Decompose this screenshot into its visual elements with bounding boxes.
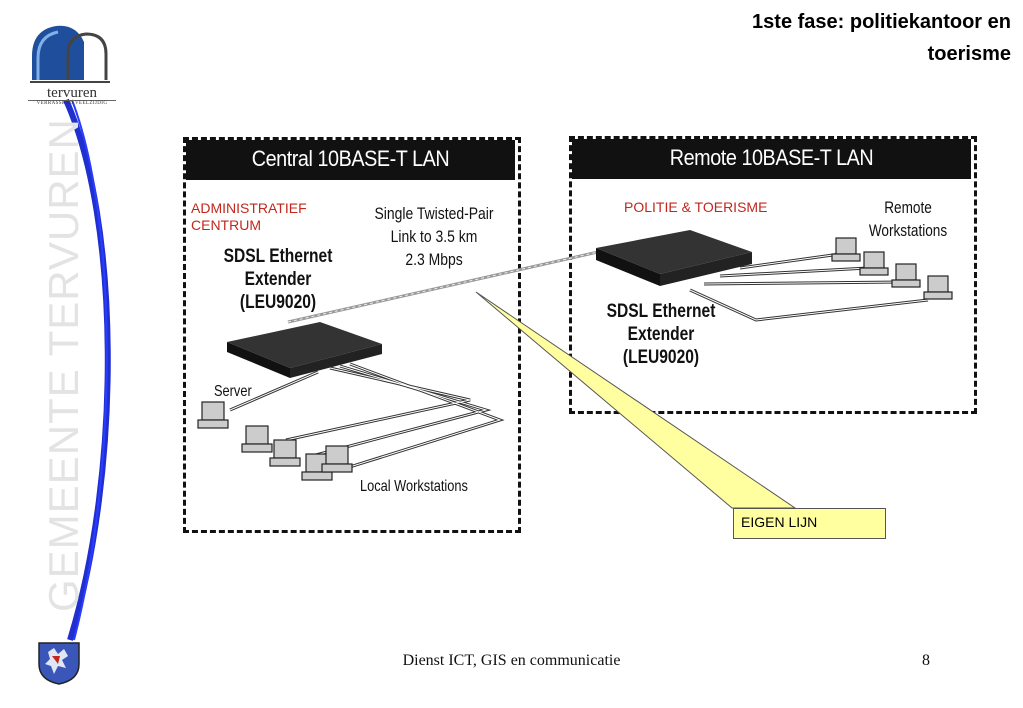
remote-device-line3: (LEU9020) — [622, 347, 700, 368]
page-number: 8 — [922, 652, 930, 669]
remote-extender-device — [596, 230, 752, 286]
server-label: Server — [214, 383, 252, 400]
remote-device-line1: SDSL Ethernet — [606, 301, 716, 322]
remote-workstations — [831, 237, 953, 300]
central-device-line2: Extender — [244, 269, 312, 290]
central-lan-box — [183, 137, 521, 533]
remote-workstations-label: Remote Workstations — [863, 196, 953, 242]
slide-title-line1: 1ste fase: politiekantoor en — [752, 11, 1011, 33]
central-extender-device — [227, 322, 382, 378]
central-device-line1: SDSL Ethernet — [223, 246, 333, 267]
tervuren-logo-icon — [30, 25, 110, 83]
central-device-line3: (LEU9020) — [239, 292, 317, 313]
local-workstations — [197, 401, 353, 481]
central-lan-header-bar: Central 10BASE-T LAN — [186, 140, 515, 180]
remote-workstations-line1: Remote — [884, 198, 932, 217]
local-workstations-label: Local Workstations — [360, 478, 468, 495]
remote-device-label: SDSL Ethernet Extender (LEU9020) — [600, 300, 723, 369]
callout-box — [733, 508, 886, 539]
central-location-label: ADMINISTRATIEF CENTRUM — [191, 200, 307, 234]
link-line1: Single Twisted-Pair — [374, 204, 494, 223]
central-location-line1: ADMINISTRATIEF — [191, 200, 307, 216]
central-device-label: SDSL Ethernet Extender (LEU9020) — [212, 245, 343, 314]
link-line3: 2.3 Mbps — [405, 250, 463, 269]
remote-device-line2: Extender — [627, 324, 695, 345]
link-line2: Link to 3.5 km — [390, 227, 478, 246]
coat-of-arms-icon — [38, 642, 80, 685]
logo-name: tervuren — [47, 85, 97, 101]
logo-tagline: VERRASSEND VEELZIJDIG — [28, 100, 116, 106]
remote-lan-box — [569, 136, 977, 414]
slide-title: 1ste fase: politiekantoor en toerisme — [491, 6, 1011, 70]
footer-text: Dienst ICT, GIS en communicatie — [402, 652, 621, 669]
remote-lan-header: Remote 10BASE-T LAN — [591, 139, 952, 177]
link-label: Single Twisted-Pair Link to 3.5 km 2.3 M… — [373, 202, 494, 271]
logo-text: tervuren VERRASSEND VEELZIJDIG — [20, 86, 124, 106]
slide-title-line2: toerisme — [927, 43, 1011, 65]
decorative-arc — [63, 98, 111, 641]
callout-text: EIGEN LIJN — [741, 514, 818, 530]
remote-location-label: POLITIE & TOERISME — [624, 199, 768, 215]
central-location-line2: CENTRUM — [191, 217, 261, 233]
remote-workstations-line2: Workstations — [868, 221, 948, 240]
central-lan-header: Central 10BASE-T LAN — [202, 140, 499, 178]
remote-lan-header-bar: Remote 10BASE-T LAN — [572, 139, 971, 179]
